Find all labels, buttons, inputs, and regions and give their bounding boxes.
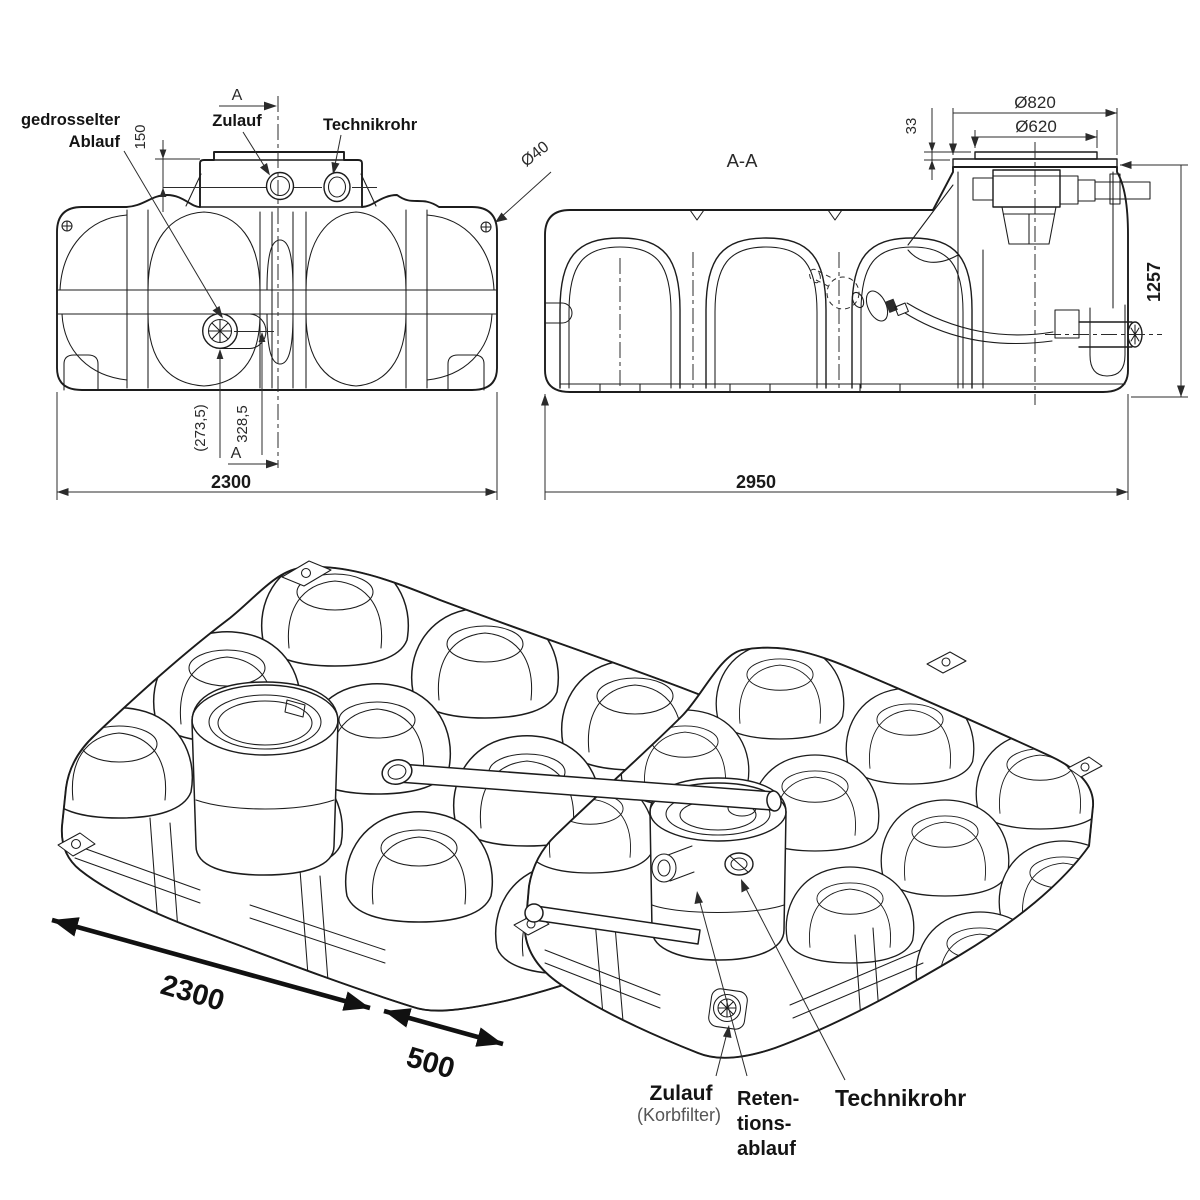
tech-pipe-assembly [972,169,1151,245]
iso-labels: Zulauf (Korbfilter) Reten- tions- ablauf… [637,879,966,1160]
restricted-outlet-label-2: Ablauf [69,133,121,151]
dim-inlet-height: 150 [132,124,377,212]
dim-iso-length-value: 2300 [157,969,228,1018]
dim-iso-extension-value: 500 [403,1041,458,1085]
section-outlet [1045,309,1162,348]
front-tank-body [56,96,498,468]
screw-hole-right [480,221,492,233]
inlet-port [265,171,295,201]
restricted-outlet-label-1: gedrosselter [21,111,121,129]
dim-iso-extension: 500 [383,1008,504,1085]
manhole-dome [191,681,339,876]
retention-outlet-stub [651,845,695,883]
iso-inlet-label: Zulauf [650,1082,714,1105]
section-tank-body [544,142,1129,405]
iso-retention-label-1: Reten- [737,1088,799,1110]
dim-length-value: 2950 [736,472,776,492]
dim-cover-step-value: 33 [903,118,920,135]
front-view: 150 (273,5) 328,5 A A 2300 [21,87,552,500]
dim-front-width: 2300 [56,392,498,500]
dim-outlet-height: (273,5) 328,5 [192,331,274,458]
tech-pipe-port [323,171,351,203]
dim-outlet-ref-value: (273,5) [192,404,209,452]
tech-pipe-label: Technikrohr [323,116,418,134]
filter-basket [1001,206,1057,245]
iso-tech-pipe-label: Technikrohr [835,1085,966,1111]
dim-hole-dia-value: Ø40 [518,138,552,170]
dim-inlet-height-value: 150 [132,124,149,149]
dim-dome-outer: Ø820 [953,93,1117,155]
dim-hole-dia: Ø40 [495,138,552,223]
dim-height: 1257 [1120,165,1188,397]
floating-extractor [809,268,1054,345]
iso-retention-label-2: tions- [737,1113,791,1135]
iso-retention-label-3: ablauf [737,1138,796,1160]
inlet-label: Zulauf [212,112,262,130]
dim-dome-inner-value: Ø620 [1015,117,1057,136]
iso-inlet-sublabel: (Korbfilter) [637,1105,721,1125]
front-ribs [126,209,428,389]
section-title: A-A [727,150,759,171]
front-labels: gedrosselter Ablauf Zulauf Technikrohr [21,111,418,319]
screw-hole-left [61,220,73,232]
dim-height-value: 1257 [1144,262,1164,302]
section-view: A-A Ø820 Ø620 33 1257 2950 [545,93,1188,500]
tech-pipe-hole [724,852,754,876]
inlet-basket-filter [708,988,748,1030]
dim-length: 2950 [545,394,1128,500]
dim-dome-outer-value: Ø820 [1014,93,1056,112]
iso-view: 2300 500 Zulauf (Korbfilter) Reten- tion… [51,560,1103,1160]
connection-pipe-bottom [524,903,701,945]
section-marker-top: A [219,87,277,111]
dim-cover-step: 33 [903,108,971,180]
right-tank [513,646,1103,1059]
dim-dome-inner: Ø620 [975,117,1097,148]
shaft-dome [649,777,787,961]
section-letter-top: A [232,87,243,104]
connection-pipe-top [381,759,782,812]
section-marker-bottom: A [228,445,279,469]
dim-outlet-value: 328,5 [234,405,251,443]
section-letter-bottom: A [231,445,242,462]
dim-front-width-value: 2300 [211,472,251,492]
